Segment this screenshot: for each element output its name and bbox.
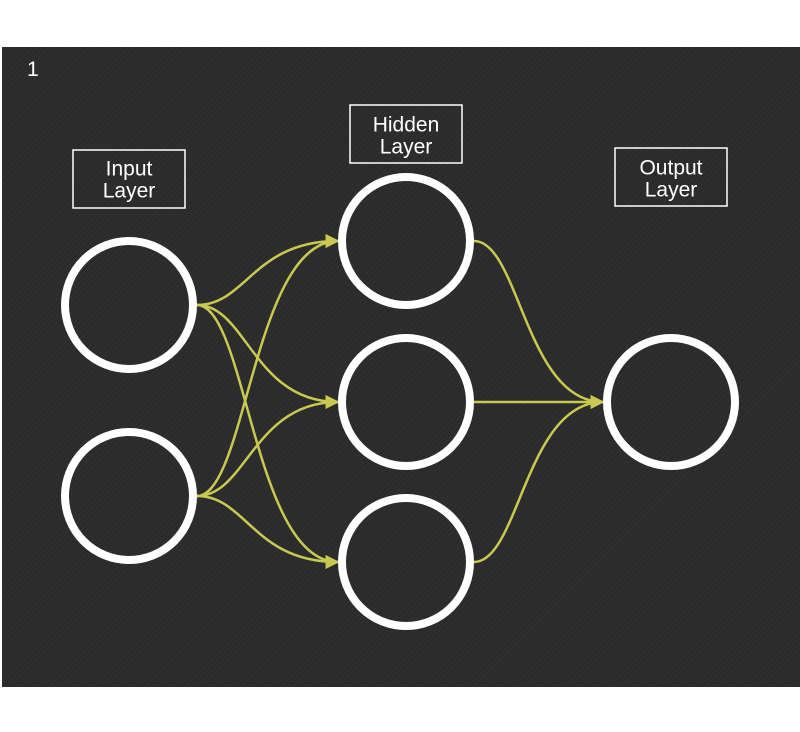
edge-hidden-2-to-output-0 [473, 395, 605, 564]
edge-hidden-0-to-output-0 [473, 239, 605, 409]
edge-input-0-to-hidden-1 [196, 303, 340, 409]
hidden-node-3 [338, 494, 474, 630]
input-layer-label-box [72, 149, 186, 209]
hidden-layer-label-line-2: Layer [380, 136, 433, 159]
connection-edges [196, 234, 605, 569]
network-nodes [61, 173, 739, 630]
slide-number: 1 [27, 58, 39, 81]
input-layer-label-line-2: Layer [103, 180, 156, 203]
hidden-layer-label: Hidden Layer [349, 104, 463, 164]
hidden-layer-label-line-1: Hidden [373, 114, 440, 137]
input-layer-label: Input Layer [72, 149, 186, 209]
hidden-node-2 [338, 334, 474, 470]
edge-input-0-to-hidden-0 [196, 234, 340, 307]
edge-input-0-to-hidden-2 [196, 303, 340, 569]
hidden-layer-label-box [349, 104, 463, 164]
edge-input-1-to-hidden-1 [196, 395, 340, 498]
input-node-1 [61, 237, 197, 373]
edge-input-1-to-hidden-0 [196, 234, 340, 498]
hidden-node-1 [338, 173, 474, 309]
input-layer-label-line-1: Input [106, 158, 153, 181]
edge-input-1-to-hidden-2 [196, 494, 340, 569]
output-layer-label-box [614, 147, 728, 207]
input-node-2 [61, 428, 197, 564]
output-layer-label-line-1: Output [639, 157, 702, 180]
output-layer-label: Output Layer [614, 147, 728, 207]
output-node-1 [603, 334, 739, 470]
output-layer-label-line-2: Layer [645, 179, 698, 202]
